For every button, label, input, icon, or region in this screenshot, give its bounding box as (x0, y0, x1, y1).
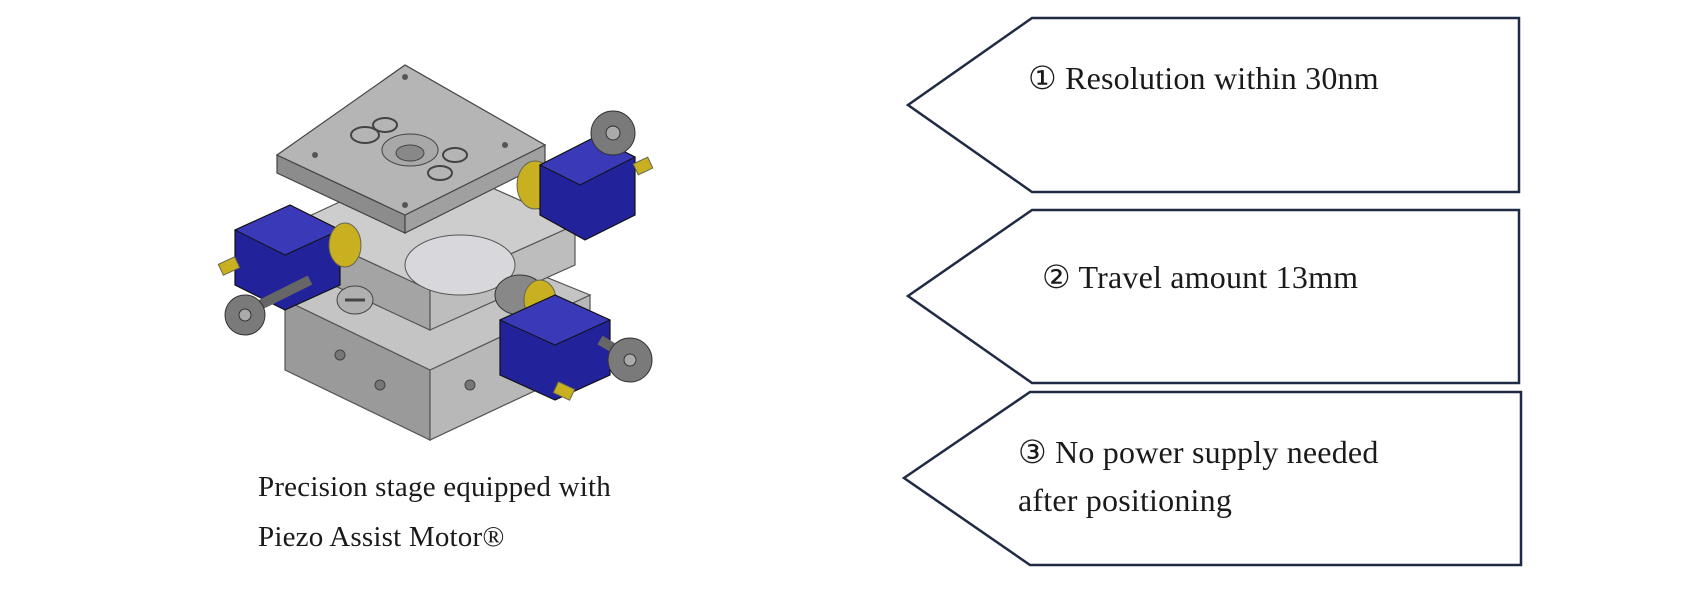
caption-line-1: Precision stage equipped with (258, 471, 611, 503)
callout-3-line-1: ③ No power supply needed (1018, 434, 1379, 470)
motor-left (217, 204, 362, 336)
callout-shape-2 (905, 208, 1521, 385)
callout-2-line-1: ② Travel amount 13mm (1042, 259, 1359, 295)
callout-3-text: ③ No power supply needed after positioni… (1018, 428, 1379, 524)
callout-2-text: ② Travel amount 13mm (1042, 253, 1358, 301)
callout-1-text: ① Resolution within 30nm (1028, 54, 1379, 102)
motor-upper-right (516, 110, 654, 241)
callout-shape-1 (905, 16, 1521, 194)
callout-3-line-2: after positioning (1018, 482, 1233, 518)
caption-line-2: Piezo Assist Motor® (258, 521, 505, 553)
callout-shape-3 (901, 390, 1523, 567)
callout-1-line-1: ① Resolution within 30nm (1028, 60, 1379, 96)
precision-stage-illustration (217, 64, 654, 441)
figure-caption: Precision stage equipped with Piezo Assi… (258, 462, 611, 562)
motor-lower-right (494, 274, 653, 401)
